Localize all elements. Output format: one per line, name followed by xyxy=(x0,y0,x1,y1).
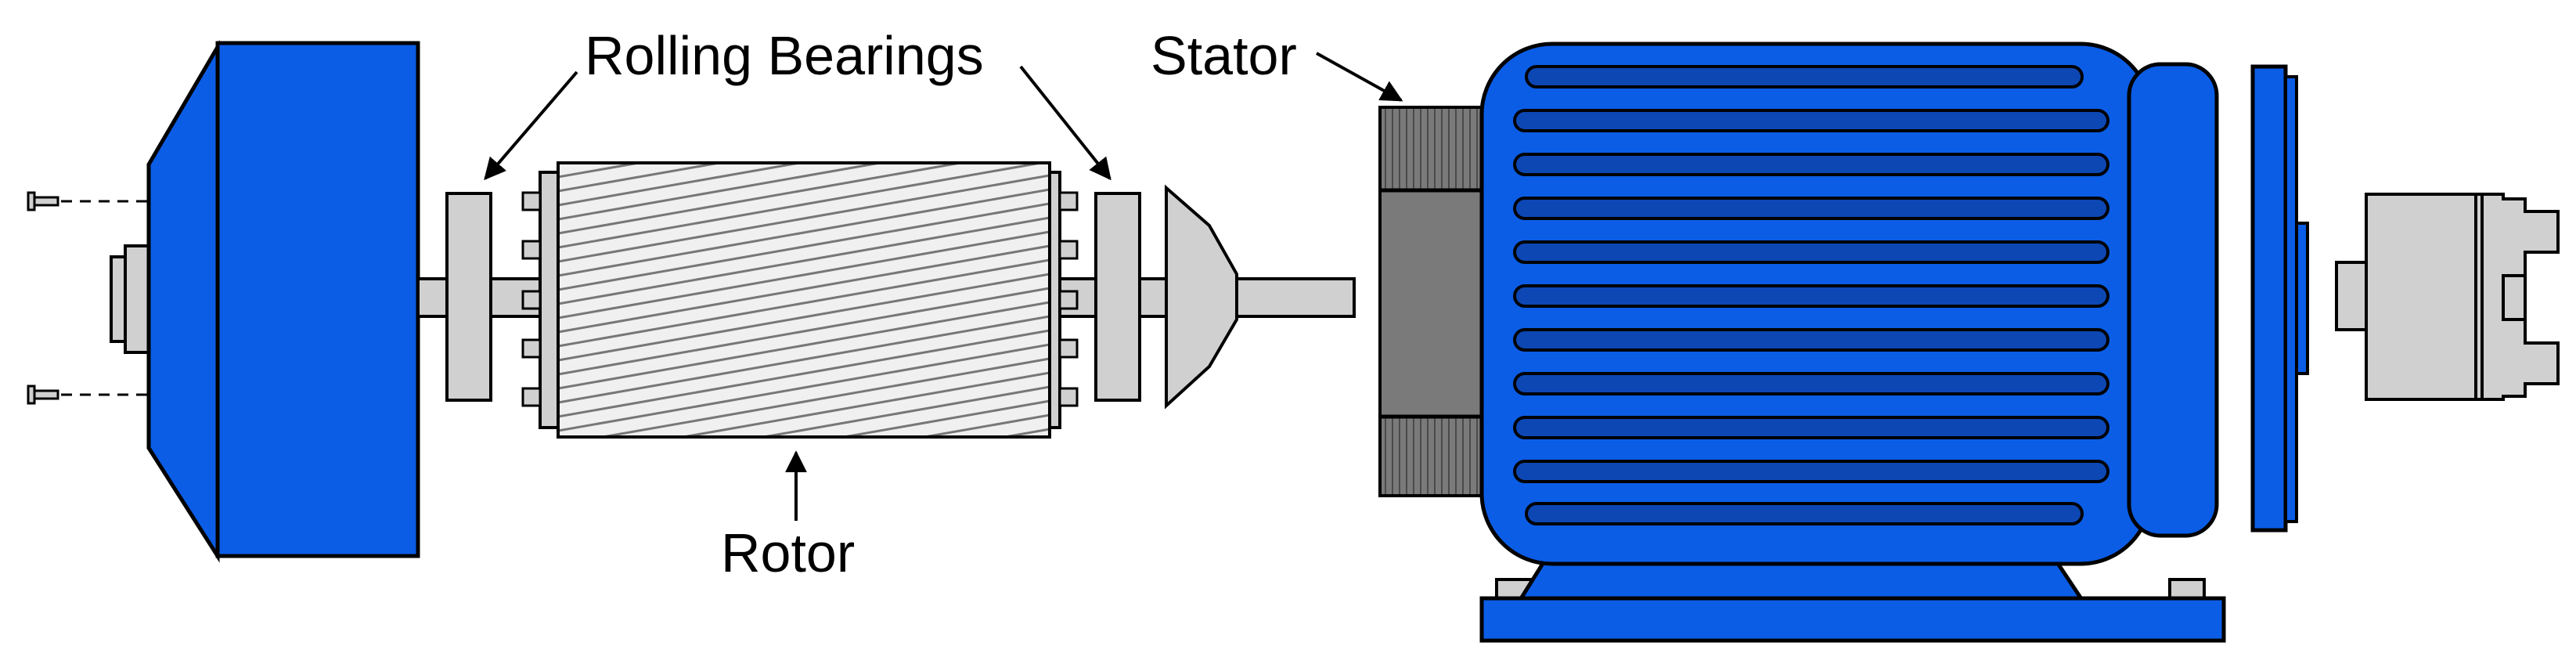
arrow-to-left-bearing xyxy=(484,70,578,181)
screw-bottom-icon xyxy=(27,385,149,405)
rotor-fan-right xyxy=(1058,191,1079,407)
screw-top-icon xyxy=(27,191,149,211)
coupling-stub xyxy=(2335,261,2368,331)
housing-mount xyxy=(1516,560,2086,602)
cooling-fin xyxy=(1513,197,2109,220)
rotor-bar xyxy=(558,163,1048,249)
end-plate xyxy=(2250,64,2288,533)
end-cap-left xyxy=(27,39,420,563)
stator-laminations xyxy=(1385,107,1478,496)
rotor-bar xyxy=(596,357,1050,437)
rotor-bar xyxy=(558,287,1050,376)
cooling-fin xyxy=(1513,328,2109,352)
rotor-fan-left xyxy=(521,191,542,407)
rotor-bar xyxy=(837,399,1050,437)
rotor-bar xyxy=(558,163,565,164)
housing-base-plate xyxy=(1479,596,2226,643)
cap-hub-inner xyxy=(124,244,152,354)
rotor-bar xyxy=(558,273,1050,362)
cap-body xyxy=(215,41,420,558)
cap-cone xyxy=(146,39,220,563)
motor-housing xyxy=(1479,42,2226,643)
rotor-bar xyxy=(558,329,1050,418)
rotor-bar xyxy=(558,0,1050,22)
rotor-bar xyxy=(558,216,1050,305)
rotor-end-ring-right xyxy=(1048,171,1061,429)
foot-pad-right xyxy=(2168,578,2206,600)
rotor-bar xyxy=(558,343,1050,432)
rotor-skewed-bars xyxy=(558,0,1050,529)
cooling-fin xyxy=(1513,372,2109,395)
rotor-bar xyxy=(558,315,1050,404)
end-plate-right xyxy=(2250,64,2309,533)
coupling-hub xyxy=(2365,193,2477,401)
rotor-bar xyxy=(558,188,1050,277)
rotor-bar xyxy=(558,163,806,207)
cooling-fin xyxy=(1513,109,2109,132)
rotor-bar xyxy=(756,385,1050,437)
rotor-bar xyxy=(558,174,1050,263)
rotor-bar xyxy=(998,428,1050,437)
cooling-fin xyxy=(1513,460,2109,483)
cooling-fin xyxy=(1513,153,2109,176)
rotor-bar xyxy=(558,0,1050,8)
shaft-coupling xyxy=(2335,193,2560,401)
rolling-bearings-label: Rolling Bearings xyxy=(585,25,984,86)
bearing-left xyxy=(445,192,492,402)
cooling-fin xyxy=(1513,240,2109,264)
rotor-bar xyxy=(558,163,967,235)
rotor-bar xyxy=(558,301,1050,390)
cooling-fin xyxy=(1525,502,2084,525)
rotor-bar xyxy=(558,258,1050,348)
shaft-cooling-fan xyxy=(1165,184,1238,410)
rotor-bar xyxy=(917,413,1050,437)
rotor-bar xyxy=(558,230,1050,320)
stator-label: Stator xyxy=(1151,25,1297,86)
cooling-fin xyxy=(1513,284,2109,308)
arrow-to-right-bearing xyxy=(1019,65,1111,181)
rotor-bar xyxy=(558,443,1050,529)
cooling-fin xyxy=(1513,416,2109,439)
cooling-fin xyxy=(1525,65,2084,88)
stator-core xyxy=(1378,106,1483,497)
rotor-core xyxy=(557,161,1051,439)
end-plate-rim xyxy=(2284,75,2298,523)
bearing-right xyxy=(1094,192,1141,402)
rotor-bar xyxy=(558,163,887,221)
arrow-to-stator xyxy=(1316,52,1403,102)
rotor-bar xyxy=(558,163,726,193)
rotor-end-ring-left xyxy=(539,171,560,429)
housing-cooling-fins xyxy=(1513,65,2109,525)
housing-rear-cap xyxy=(2127,62,2219,538)
rotor-assembly xyxy=(416,0,1356,529)
rotor-bar xyxy=(676,371,1050,437)
coupling-key xyxy=(2502,274,2527,321)
rotor-label: Rotor xyxy=(721,522,855,583)
end-plate-boss xyxy=(2295,222,2309,375)
rotor-bar xyxy=(558,244,1050,334)
rotor-bar xyxy=(558,202,1050,291)
